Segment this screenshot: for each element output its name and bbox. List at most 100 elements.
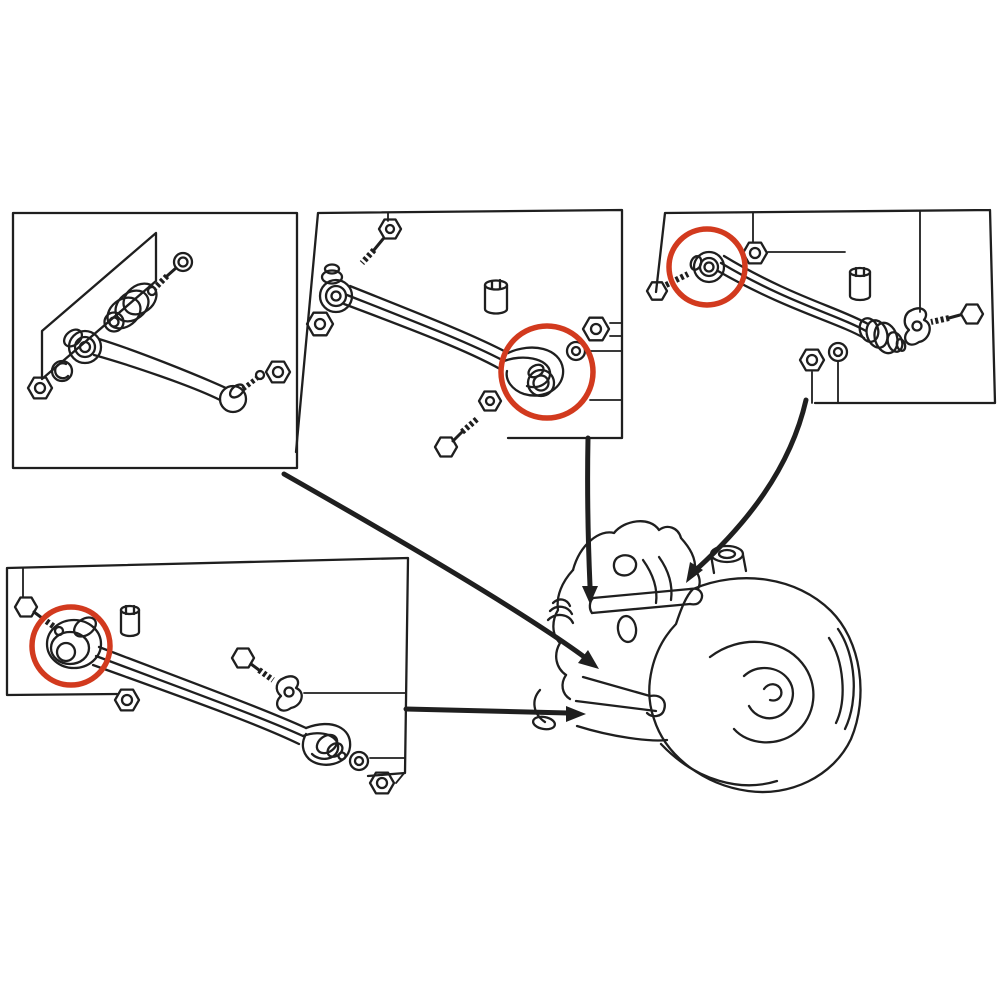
- stabilizer-link-arm: [92, 353, 222, 402]
- nut: [741, 241, 769, 265]
- highlight-circle-lower-box-bushing: [29, 604, 113, 688]
- circled-bushing: [703, 261, 715, 273]
- spacer-sleeve: [119, 604, 141, 638]
- upper-arm-mount-bar-cap: [688, 587, 704, 606]
- arrow-upper-left-box-to-knuckle: [281, 471, 586, 659]
- ball-joint-housing: [218, 384, 248, 414]
- link-eye-bushing: [67, 329, 103, 365]
- spacer-sleeve: [483, 278, 509, 315]
- cam-washer-plate: [275, 675, 303, 712]
- ribbed-bushing: [114, 289, 150, 323]
- washer: [827, 341, 849, 363]
- nut: [798, 348, 826, 372]
- highlight-circle-right-box-bushing: [666, 226, 748, 308]
- trailing-arm: [94, 654, 305, 738]
- arm-end-bushing-tip: [337, 751, 347, 761]
- link-eye-bushing: [73, 335, 97, 359]
- bushing-stack: [873, 321, 899, 355]
- ball-stud-threads: [241, 376, 259, 391]
- washer-hole: [353, 755, 365, 767]
- ball-joint-cap: [228, 383, 246, 399]
- knuckle-lower-ear: [531, 715, 557, 731]
- bolt-shaft: [249, 662, 261, 672]
- upper-arm-mount-bar: [590, 587, 692, 615]
- nut: [368, 771, 396, 795]
- nut: [581, 316, 611, 342]
- spacer-sleeve-top: [483, 279, 509, 291]
- nut-hole: [33, 381, 47, 395]
- knuckle-oval-hole: [616, 614, 638, 644]
- link-end-curl-inner: [502, 356, 552, 389]
- arrow-right-box-to-knuckle: [695, 397, 809, 571]
- bolt-head: [230, 647, 256, 669]
- nut-hole: [805, 353, 819, 367]
- ribbed-bushing-hole: [103, 311, 125, 333]
- knuckle-lower-jaw: [533, 673, 572, 724]
- bolt-head: [645, 281, 669, 301]
- highlight-circle-middle-box-bushing: [498, 323, 596, 421]
- c-washer: [50, 359, 74, 383]
- link-end-curl: [505, 346, 565, 397]
- bolt-head: [172, 251, 194, 273]
- nut-hole: [313, 317, 327, 331]
- spring-seat-cup-inner: [717, 548, 737, 560]
- arrow-lower-box-to-knuckle: [403, 706, 571, 716]
- nut-hole: [375, 776, 389, 790]
- bolt-threads: [257, 667, 275, 683]
- link-eye-bushing: [324, 284, 348, 308]
- circled-bushing-cap: [73, 616, 97, 638]
- arrow-lower-box-to-knuckle-head: [566, 706, 586, 722]
- spacer-sleeve-top: [848, 266, 872, 278]
- nut: [113, 688, 141, 712]
- cam-washer-hole: [911, 320, 923, 332]
- link-eye-rings: [323, 263, 341, 275]
- leader-lines: [387, 212, 623, 401]
- trailing-arm: [91, 663, 301, 746]
- brake-drum-rim: [827, 627, 855, 731]
- brake-drum-lower-arc: [659, 742, 779, 787]
- circled-bushing: [692, 250, 726, 284]
- nut-hole: [748, 246, 762, 260]
- bolt-head-inner: [177, 256, 189, 268]
- washer-hole: [570, 345, 582, 357]
- bushing-stack-tip: [895, 338, 907, 352]
- bolt-threads: [359, 247, 377, 266]
- box-upper-middle-border: [294, 208, 624, 454]
- spacer-sleeve-top: [119, 604, 141, 616]
- knuckle-strut: [641, 555, 673, 605]
- c-washer-slot: [54, 362, 70, 380]
- spacer-sleeve: [848, 266, 872, 302]
- bolt-head: [433, 436, 459, 458]
- box-upper-right-border: [654, 208, 997, 405]
- bracket-panel: [40, 231, 158, 381]
- nut: [477, 390, 503, 412]
- knuckle-ring-hole: [612, 554, 638, 577]
- circled-bushing-cap: [689, 255, 703, 271]
- circled-bushing: [698, 256, 720, 278]
- washer: [348, 750, 370, 772]
- bolt-head: [377, 218, 403, 240]
- nut-hole: [589, 322, 603, 336]
- link-eye-rings: [320, 269, 344, 285]
- bolt-threads: [152, 273, 170, 291]
- bolt-head: [13, 596, 39, 618]
- arm-end-bushing: [326, 742, 344, 758]
- arrow-middle-box-to-knuckle-head: [582, 586, 598, 604]
- knuckle-ear-ribs: [546, 598, 575, 625]
- ball-stud-tip: [254, 369, 266, 381]
- ribbed-bushing-hole: [108, 316, 120, 328]
- brake-drum-face: [708, 640, 815, 744]
- link-eye-bushing: [78, 340, 92, 354]
- box-upper-left-border: [11, 211, 299, 470]
- trailing-arm: [97, 645, 308, 730]
- lateral-link-arm: [348, 284, 510, 355]
- nut-hole: [120, 693, 134, 707]
- washer-hole: [832, 346, 844, 358]
- circled-bushing: [49, 630, 91, 666]
- brake-drum-hub: [742, 666, 795, 720]
- arm-end-curl: [301, 723, 352, 766]
- bolt-threads: [664, 271, 690, 288]
- circled-bushing: [45, 618, 103, 670]
